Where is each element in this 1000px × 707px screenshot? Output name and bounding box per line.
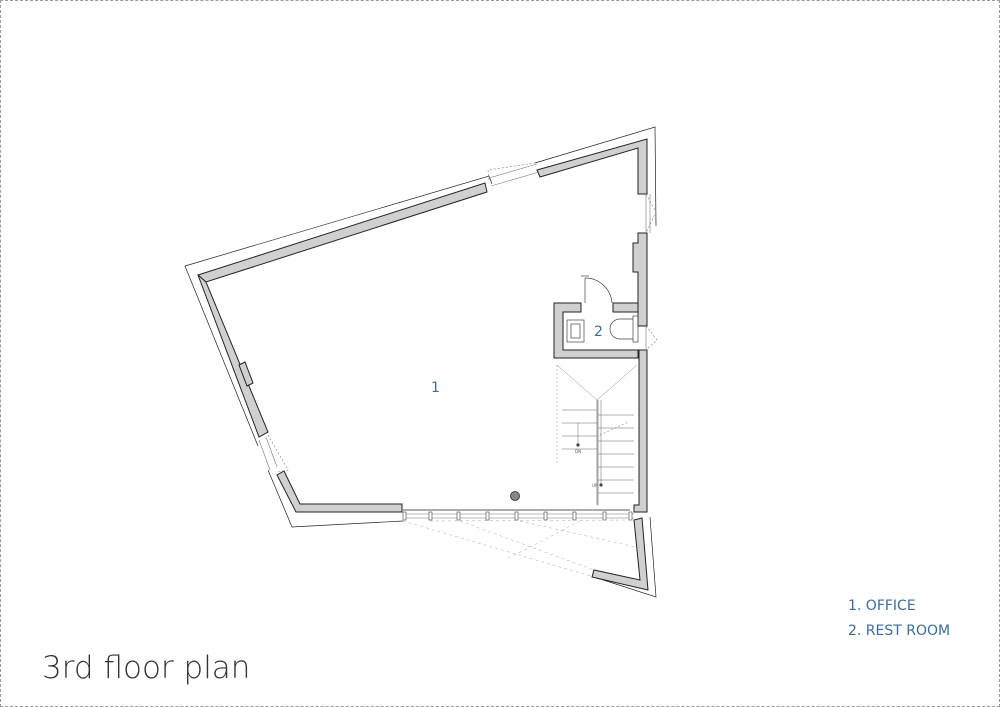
wall-east-upper <box>632 232 648 327</box>
legend-item-restroom: 2. REST ROOM <box>848 623 951 639</box>
wall-west-upper <box>197 274 269 438</box>
wall-north-east <box>536 138 648 195</box>
stair-arrow-dot-up <box>599 483 603 487</box>
stair-label-up: UP <box>592 483 598 488</box>
canopy-lines <box>402 519 641 578</box>
windows <box>258 162 658 519</box>
room-number-office: 1 <box>431 380 440 396</box>
sink <box>566 319 585 343</box>
stair-arrow-dot-down <box>576 443 580 447</box>
walls <box>197 138 649 591</box>
wall-north-west <box>197 182 488 283</box>
wall-east-lower <box>633 349 648 513</box>
drawing-title: 3rd floor plan <box>42 650 251 686</box>
wall-restroom <box>553 302 639 359</box>
legend-item-office: 1. OFFICE <box>848 598 916 614</box>
slab-outline <box>184 126 657 598</box>
glazing-mullions <box>402 511 633 521</box>
restroom-fixtures <box>566 315 639 343</box>
room-number-restroom: 2 <box>594 324 603 340</box>
stair <box>556 364 638 505</box>
room-legend: 1. OFFICE 2. REST ROOM <box>848 594 950 644</box>
stair-label-down: DN <box>575 449 581 454</box>
wall-restroom-top <box>612 302 639 313</box>
wall-south-east <box>591 517 649 591</box>
column <box>510 491 520 501</box>
restroom-door <box>581 275 613 304</box>
wall-west-jamb <box>238 361 254 387</box>
toilet <box>609 318 633 340</box>
wall-west-lower <box>276 470 403 513</box>
